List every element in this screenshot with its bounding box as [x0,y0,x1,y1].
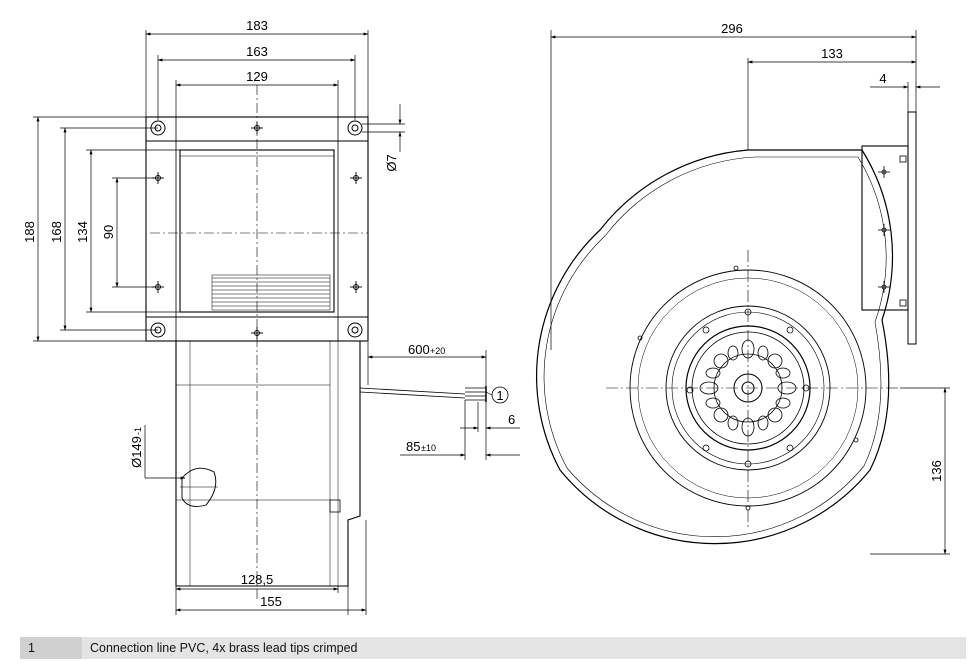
dim-163: 163 [246,44,268,59]
scroll-housing [175,341,361,587]
connection-cable [359,386,487,402]
dim-183: 183 [246,18,268,33]
front-view [536,111,917,545]
dim-296: 296 [721,21,743,36]
dim-85-tol: ±10 [421,443,436,453]
dim-136: 136 [929,460,944,482]
front-dimension-labels: 296 133 4 136 [721,21,944,482]
dim-diameter-149-tol: -1 [133,427,143,435]
dim-134: 134 [75,221,90,243]
mounting-hole [150,120,363,338]
dim-133: 133 [821,46,843,61]
inlet-opening [181,467,217,507]
dim-diameter-7: Ø7 [384,154,399,171]
volute-outline [536,149,894,545]
side-view [145,85,487,600]
side-dimensions [33,30,520,615]
dim-128-5: 128,5 [241,572,274,587]
dim-188: 188 [22,221,37,243]
dim-155: 155 [260,594,282,609]
motor-slots [699,339,797,437]
dim-diameter-149: Ø149 [129,436,144,468]
dim-6: 6 [508,412,515,427]
dim-85: 85 [406,439,420,454]
dim-168: 168 [49,221,64,243]
dim-600-tol: +20 [430,346,445,356]
dim-600: 600 [408,342,430,357]
callout-bubble: 1 [485,386,509,404]
flange-hole [878,155,907,307]
legend-row: 1 Connection line PVC, 4x brass lead tip… [20,637,966,659]
legend-text: Connection line PVC, 4x brass lead tips … [90,641,358,655]
front-dimensions [550,30,950,555]
dim-4: 4 [879,71,886,86]
side-dimension-labels: 183 163 129 188 168 134 90 Ø7 Ø149 -1 60… [22,18,515,609]
dim-129: 129 [246,69,268,84]
impeller-blades [211,274,331,311]
callout-number: 1 [496,388,503,403]
legend-number: 1 [20,637,82,659]
dim-90: 90 [101,225,116,239]
housing-body [179,149,335,313]
